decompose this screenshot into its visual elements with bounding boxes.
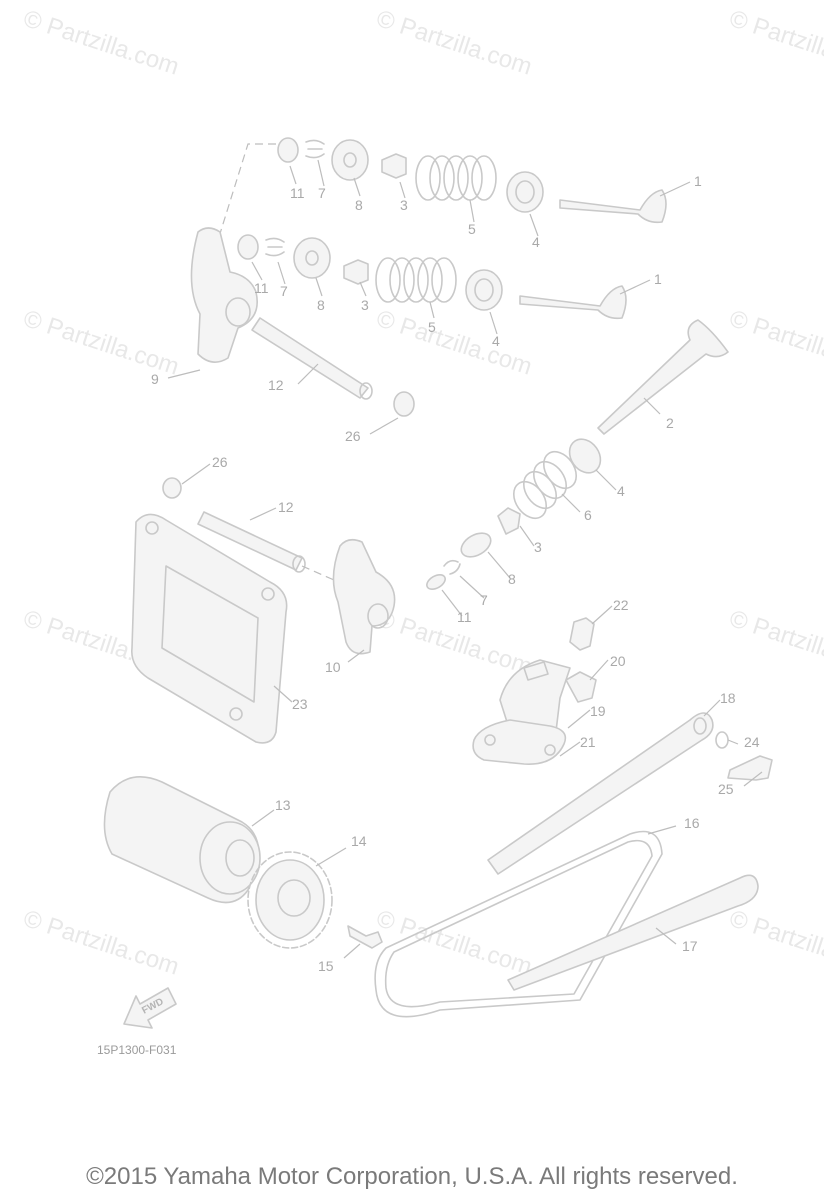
rocker-arm-10: [332, 538, 396, 655]
leader-lines: [167, 159, 763, 959]
callout-12: 12: [268, 377, 284, 393]
valve-cotter-11: [277, 137, 299, 163]
watermark: © Partzilla.com: [373, 5, 535, 81]
callout-10: 10: [325, 659, 341, 675]
spring-retainer-8: [331, 139, 369, 181]
o-ring-24: [715, 731, 729, 749]
callout-3: 3: [361, 297, 369, 313]
spring-retainer-8: [460, 532, 492, 558]
callout-16: 16: [684, 815, 700, 831]
intake-valve-2: [597, 319, 729, 435]
rocker-arm-9: [190, 143, 276, 363]
valve-spring-5: [375, 257, 457, 303]
cam-sprocket-14: [247, 851, 333, 949]
valve-cotter-11: [237, 234, 259, 260]
guide-bolt-25: [727, 755, 773, 781]
valve-spring-5: [415, 155, 497, 201]
callout-2: 2: [666, 415, 674, 431]
callout-5: 5: [428, 319, 436, 335]
valve-row-1: [277, 137, 667, 224]
watermark: © Partzilla.com: [373, 605, 535, 681]
callout-26: 26: [212, 454, 228, 470]
callout-4: 4: [492, 333, 500, 349]
callout-11: 11: [290, 185, 305, 201]
spring-retainer-8: [293, 237, 331, 279]
exhaust-valve-1: [519, 285, 627, 320]
callout-8: 8: [317, 297, 325, 313]
spring-retainer-8-hole: [343, 152, 357, 168]
callout-23: 23: [292, 696, 308, 712]
watermark: © Partzilla.com: [726, 305, 824, 381]
washer-26: [162, 477, 182, 499]
figure-code: 15P1300-F031: [97, 1043, 177, 1057]
callout-20: 20: [610, 653, 626, 669]
exhaust-valve-1: [559, 189, 667, 224]
callout-8: 8: [508, 571, 516, 587]
rocker-shaft-12: [197, 511, 306, 573]
callout-14: 14: [351, 833, 367, 849]
valve-stem-seal-3: [381, 153, 407, 179]
cam-sprocket-bolt-15: [347, 925, 383, 949]
callout-numbers: 11 7 8 3 5 4 1 11 7 8 3 5 4 1 9 12 26 2 …: [151, 173, 760, 974]
clip-20: [565, 671, 597, 703]
callout-5: 5: [468, 221, 476, 237]
copyright-notice: ©2015 Yamaha Motor Corporation, U.S.A. A…: [86, 1163, 738, 1190]
valve-collet-7: [305, 139, 325, 159]
bolt-22: [569, 617, 595, 651]
watermark: © Partzilla.com: [20, 905, 182, 981]
callout-18: 18: [720, 690, 736, 706]
cam-chain-16: [374, 830, 663, 1018]
tensioner-gasket-21: [472, 719, 567, 765]
valve-spring-6: [512, 450, 578, 520]
callout-8: 8: [355, 197, 363, 213]
callout-12: 12: [278, 499, 294, 515]
callout-7: 7: [318, 185, 326, 201]
callout-7: 7: [480, 592, 488, 608]
callout-4: 4: [532, 234, 540, 250]
callout-3: 3: [400, 197, 408, 213]
watermark: © Partzilla.com: [726, 905, 824, 981]
callout-1: 1: [654, 271, 662, 287]
callout-1: 1: [694, 173, 702, 189]
callout-25: 25: [718, 781, 734, 797]
cylinder-head-gasket-23: [131, 513, 288, 744]
watermark: © Partzilla.com: [726, 5, 824, 81]
valve-stem-seal-3: [343, 259, 369, 285]
callout-4: 4: [617, 483, 625, 499]
spring-seat-4: [568, 438, 602, 474]
callout-26: 26: [345, 428, 361, 444]
valve-collet-7: [265, 237, 285, 257]
callout-24: 24: [744, 734, 760, 750]
spring-seat-4: [465, 269, 503, 311]
callout-9: 9: [151, 371, 159, 387]
callout-15: 15: [318, 958, 334, 974]
callout-3: 3: [534, 539, 542, 555]
valve-row-2: [237, 234, 627, 320]
chain-guide-17: [507, 874, 759, 991]
valve-stem-seal-3: [497, 507, 521, 535]
callout-17: 17: [682, 938, 698, 954]
watermark: © Partzilla.com: [20, 5, 182, 81]
camshaft-13: [103, 776, 261, 904]
spring-seat-4: [506, 171, 544, 213]
callout-6: 6: [584, 507, 592, 523]
watermark: © Partzilla.com: [20, 305, 182, 381]
callout-19: 19: [590, 703, 606, 719]
chain-guide-18: [487, 712, 714, 875]
callout-13: 13: [275, 797, 291, 813]
rocker-shaft-12: [251, 317, 373, 400]
fwd-arrow-icon: FWD: [123, 987, 177, 1029]
callout-11: 11: [457, 609, 472, 625]
callout-7: 7: [280, 283, 288, 299]
valve-collet-7: [443, 559, 461, 575]
callout-11: 11: [254, 280, 269, 296]
watermark: © Partzilla.com: [373, 305, 535, 381]
valve-cotter-11: [426, 573, 446, 591]
washer-26: [393, 391, 415, 417]
callout-21: 21: [580, 734, 596, 750]
watermark: © Partzilla.com: [726, 605, 824, 681]
callout-22: 22: [613, 597, 629, 613]
